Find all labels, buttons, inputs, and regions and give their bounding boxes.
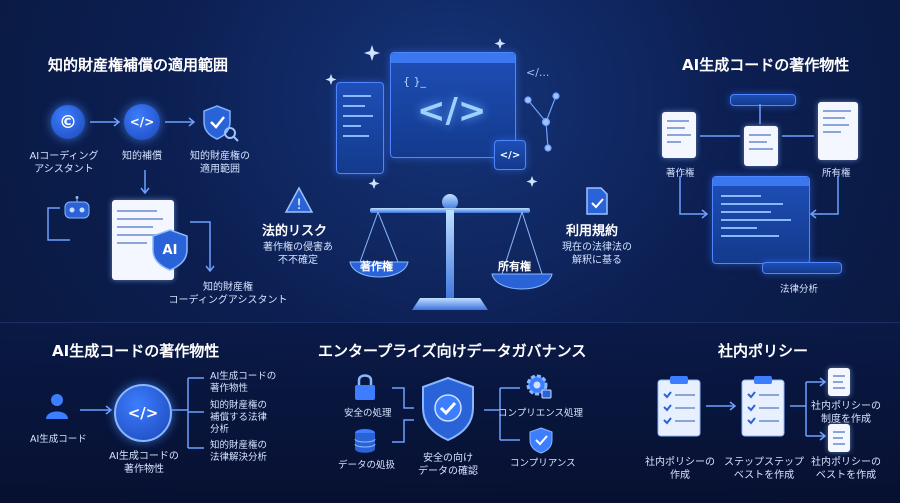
code-lines-panel (336, 82, 384, 174)
secure-confirm-label: 安全の向け データの確認 (418, 453, 478, 477)
ai-copyright-left-title: AI生成コードの著作物性 (52, 342, 220, 360)
scale-right-label: 所有権 (498, 260, 531, 273)
terms-document-icon (584, 186, 610, 216)
clipboard-icon-1 (656, 374, 702, 438)
bracket-glyph: { }_ (403, 75, 426, 88)
governance-title: エンタープライズ向けデータガバナンス (318, 342, 587, 360)
small-code-glyph: </> (499, 149, 521, 161)
create-policy-label: 社内ポリシーの 作成 (645, 457, 715, 481)
clipboard-icon-2 (740, 374, 786, 438)
ai-assistant-text: AIコーディング アシスタント (29, 151, 99, 175)
policy-doc-icon-2 (828, 424, 850, 452)
secure-processing-label: 安全の処理 (344, 408, 392, 419)
warning-icon: ! (284, 186, 314, 214)
big-shield-icon (420, 376, 476, 442)
ai-assistant-label: AIコーディング アシスタント (24, 150, 104, 176)
legal-risk-desc: 著作権の侵害あ 不不確定 (263, 242, 333, 266)
lock-icon (352, 372, 378, 402)
code-glyph-large: </> (417, 91, 487, 131)
left-item-3: 知的財産権の 法律解決分析 (210, 440, 268, 463)
svg-text:!: ! (296, 197, 302, 213)
code-glyph-outline: </... (526, 66, 550, 79)
ip-coding-assistant-label: 知的財産権 コーディングアシスタント (168, 282, 288, 306)
terms-desc: 現在の法律法の 解釈に基る (562, 242, 632, 266)
compliance-shield-icon (528, 426, 554, 454)
ai-badge-text: AI (162, 242, 178, 258)
ai-code-label: AI生成コード (30, 434, 87, 445)
ip-scope-label: 知的財産権の 適用範囲 (190, 151, 250, 175)
ip-indemnity-label: 知的補償 (122, 151, 162, 162)
terms-title: 利用規約 (566, 224, 619, 239)
ai-copyright-right-title: AI生成コードの著作物性 (682, 56, 850, 74)
legal-analysis-label: 法律分析 (780, 284, 819, 295)
small-code-icon: </> (494, 140, 526, 170)
ip-scope-title: 知的財産権補償の適用範囲 (48, 56, 229, 74)
policy-system-label: 社内ポリシーの 制度を作成 (811, 401, 881, 425)
code-icon: </> (124, 104, 160, 140)
policy-best-label: 社内ポリシーの ベストを作成 (811, 457, 881, 481)
balance-scale-icon (349, 194, 553, 310)
ownership-label: 所有権 (822, 168, 851, 179)
left-item-1: AI生成コードの 著作物性 (210, 371, 277, 394)
ownership-doc-icon (818, 102, 858, 160)
copyright-doc-icon (662, 112, 696, 158)
policy-doc-icon-1 (828, 368, 850, 396)
top-bar-panel (730, 94, 796, 106)
bottom-bar-panel (762, 262, 842, 274)
left-item-2: 知的財産権の 補償する法律 分析 (210, 400, 268, 435)
gear-lock-icon (524, 372, 552, 400)
ai-code-center-label: AI生成コードの 著作物性 (109, 451, 179, 475)
legal-risk-title: 法的リスク (262, 224, 328, 239)
ai-shield-icon: AI (150, 228, 190, 272)
shield-check-icon (200, 103, 239, 142)
robot-icon (60, 196, 94, 226)
center-doc-icon (744, 126, 778, 166)
data-handling-label: データの処扱 (338, 460, 396, 471)
database-icon (352, 428, 378, 454)
scale-left-label: 著作権 (360, 260, 393, 273)
policy-title: 社内ポリシー (718, 342, 809, 360)
code-editor-panel (712, 176, 810, 264)
user-icon (44, 392, 72, 420)
ai-code-circle-icon: </> (114, 384, 172, 442)
compliance-label: コンプリアンス (510, 458, 576, 469)
copyright-icon: © (51, 105, 85, 139)
compliance-processing-label: コンプリエンス処理 (498, 408, 584, 419)
copyright-label: 著作権 (666, 168, 695, 179)
step-best-label: ステップステップ ベストを作成 (724, 457, 804, 481)
